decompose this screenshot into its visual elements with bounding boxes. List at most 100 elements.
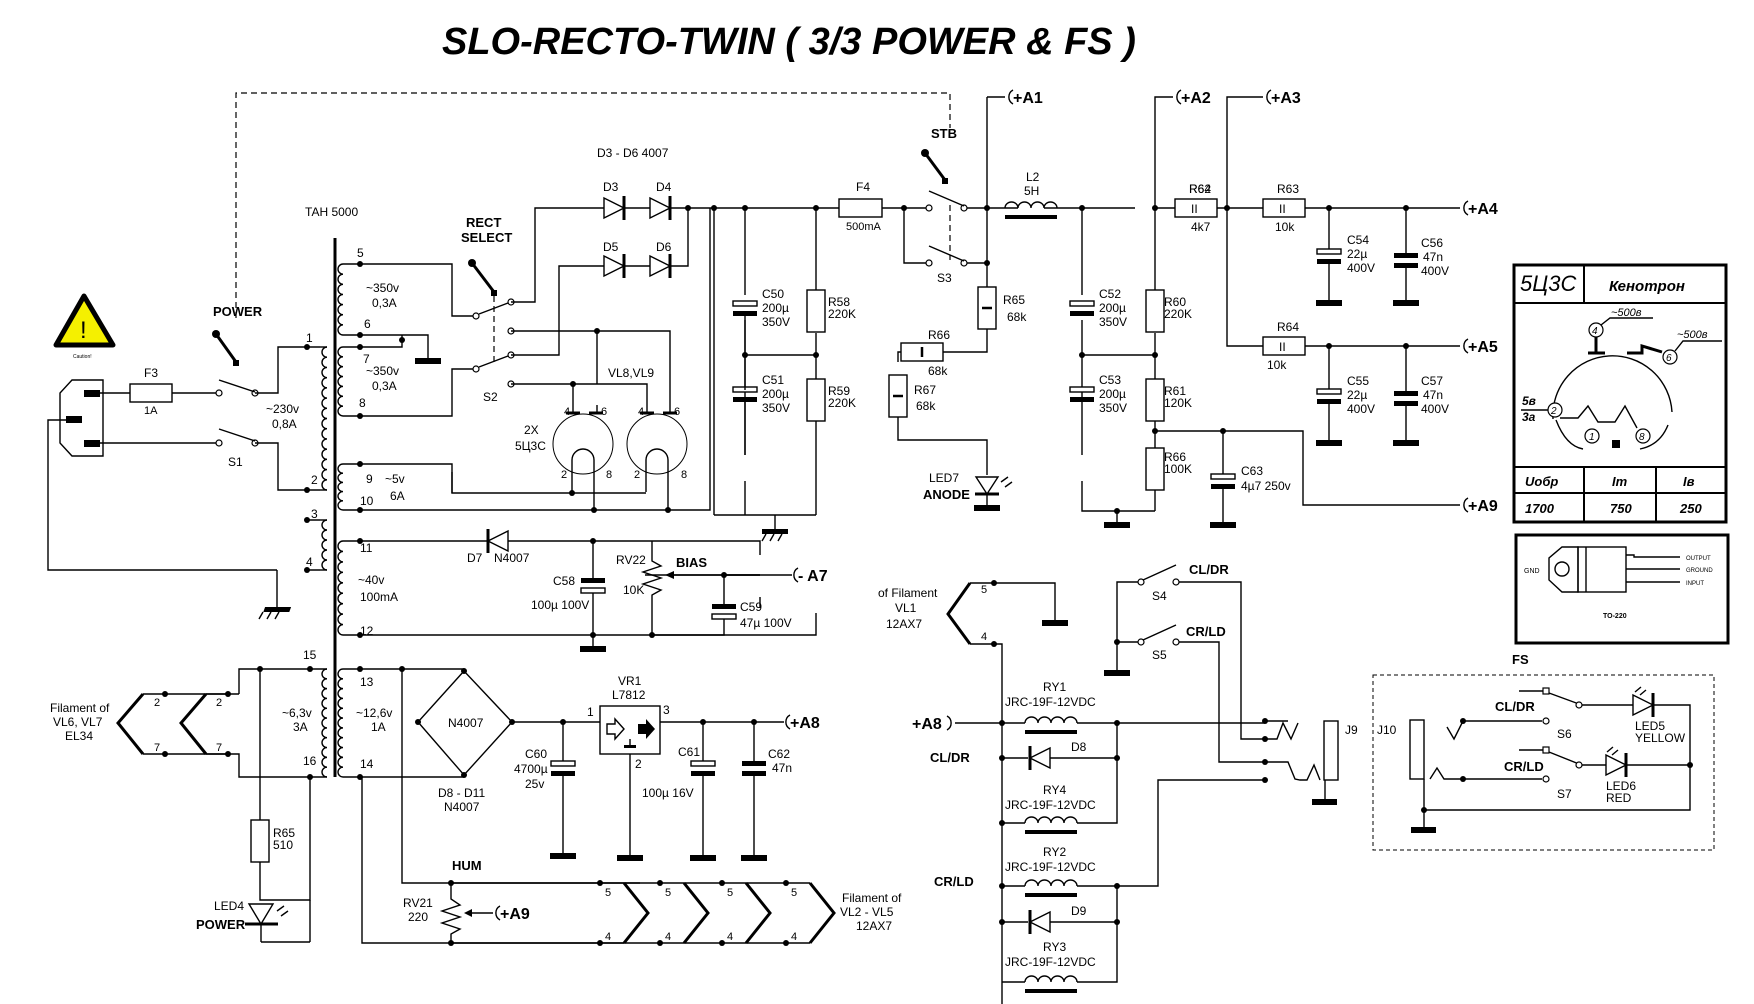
transformer-pin-labels: 1 2 3 4 5 6 7 8 9 10 11 12 13 14 15 16 (303, 246, 374, 771)
to220-gnd-label: GND (1524, 568, 1540, 575)
datasheet-tube-type: 5Ц3С (1520, 271, 1576, 296)
power-switch-ref: S1 (228, 455, 243, 469)
capacitor-c59 (711, 604, 737, 620)
svg-text:JRC-19F-12VDC: JRC-19F-12VDC (1005, 798, 1096, 812)
datasheet-anode-v2: ~500в (1677, 329, 1708, 341)
jack-j9[interactable] (1262, 718, 1339, 805)
svg-text:200µ: 200µ (762, 387, 789, 401)
svg-text:6: 6 (601, 406, 607, 418)
pin-16: 16 (303, 754, 317, 768)
diode-d9-relay (1028, 908, 1052, 936)
s6-ref: S6 (1557, 727, 1572, 741)
svg-text:68k: 68k (928, 364, 948, 378)
svg-text:400V: 400V (1421, 264, 1449, 278)
s7-ref: S7 (1557, 787, 1572, 801)
datasheet-value-voltage: 1700 (1525, 501, 1555, 516)
primary-wire-1 (255, 346, 307, 394)
warning-caption: Caution! (73, 354, 92, 360)
svg-text:2: 2 (1550, 406, 1557, 417)
svg-text:VL6, VL7: VL6, VL7 (53, 715, 103, 729)
pin-9: 9 (366, 472, 373, 486)
datasheet-heater-a: 3а (1522, 410, 1536, 424)
winding-coil (337, 263, 344, 336)
svg-text:D9: D9 (1071, 904, 1087, 918)
rail-a4: +A4 (1468, 201, 1498, 218)
to220-pin-output: OUTPUT (1686, 556, 1711, 562)
rv21-ref: RV21 (403, 896, 433, 910)
hv-bus (685, 205, 929, 530)
filament-pin-5-label: 5 (605, 887, 611, 899)
vl1-ground (1042, 620, 1068, 626)
regulator-output-caps (700, 719, 757, 855)
winding-hv2-current: 0,3A (372, 379, 397, 393)
c59-wire (652, 575, 725, 636)
pin-5: 5 (357, 246, 364, 260)
filament-pin-4 (783, 940, 789, 946)
power-switch-s1[interactable] (212, 330, 259, 447)
r63-mark: II (1279, 202, 1286, 216)
filament-pin-4-label: 4 (727, 931, 733, 943)
switch-s5[interactable] (1137, 624, 1180, 646)
r65-r67-labels: R65 68k R66 68k R67 68k (914, 293, 1027, 413)
r65-510-ref: R65 (273, 826, 295, 840)
svg-text:2: 2 (634, 469, 640, 481)
svg-text:350V: 350V (1099, 315, 1127, 329)
diode-d3 (602, 194, 626, 222)
c60-voltage: 25v (525, 777, 544, 791)
svg-text:8: 8 (606, 469, 612, 481)
rail-a9-out: +A9 (1468, 498, 1498, 515)
warning-sign: ! Caution! (53, 293, 116, 360)
led4-ref: LED4 (214, 899, 244, 913)
r62-ref: R62 (1189, 182, 1211, 196)
diode-d7-ref: D7 (467, 551, 483, 565)
relay-ry3 (1024, 975, 1078, 994)
led6-icon (1604, 751, 1628, 779)
c58-ref: C58 (553, 574, 575, 588)
svg-text:350V: 350V (762, 315, 790, 329)
rail-a2: +A2 (1181, 90, 1211, 107)
choke-l2 (1004, 201, 1058, 220)
capacitor-c56 (1394, 253, 1418, 268)
filament-pin-4-label: 4 (605, 931, 611, 943)
c56-ground (1393, 300, 1419, 306)
pin-3: 3 (311, 507, 318, 521)
c62-value: 47n (772, 761, 792, 775)
jack-j10[interactable] (1409, 719, 1425, 780)
standby-switch-s3[interactable] (921, 149, 968, 267)
winding-hv1-voltage: ~350v (366, 281, 399, 295)
winding-bias-voltage: ~40v (358, 573, 384, 587)
capacitor-c61 (690, 760, 716, 777)
pin-11: 11 (360, 541, 373, 555)
primary-pins (304, 344, 320, 573)
led4-icon (245, 903, 310, 943)
winding-bias-current: 100mA (360, 590, 398, 604)
datasheet-header-current: Iв (1683, 474, 1695, 489)
diode-d4 (648, 194, 672, 222)
filament-chevron (808, 882, 836, 944)
winding-126v-voltage: ~12,6v (356, 706, 392, 720)
rect-select-switch-s2[interactable] (468, 259, 515, 388)
pin-7: 7 (363, 352, 370, 366)
rail-a9-hum: +A9 (500, 906, 530, 923)
footswitch-s7[interactable] (1542, 746, 1583, 783)
tube-vl8 (552, 413, 614, 475)
svg-text:R58: R58 (828, 295, 850, 309)
fuse-f3 (129, 383, 173, 403)
led5-color: YELLOW (1635, 731, 1686, 745)
footswitch-s6[interactable] (1542, 687, 1583, 725)
switch-s4[interactable] (1137, 564, 1180, 586)
svg-text:1: 1 (1589, 432, 1595, 443)
datasheet-heater-v: 5в (1522, 394, 1536, 408)
pin-14: 14 (360, 757, 374, 771)
hum-pot-rv21[interactable] (439, 883, 493, 943)
pin-13: 13 (360, 675, 374, 689)
vr1-ref: VR1 (618, 674, 642, 688)
winding-coil (321, 519, 328, 571)
svg-text:R61: R61 (1164, 384, 1186, 398)
iec-inlet (59, 379, 104, 457)
filament-pin-4 (657, 940, 663, 946)
filament-chevron (744, 882, 772, 944)
to220-pin-input: INPUT (1686, 581, 1704, 587)
r62-value: 4k7 (1191, 220, 1211, 234)
vl1-pin-5: 5 (981, 584, 987, 596)
